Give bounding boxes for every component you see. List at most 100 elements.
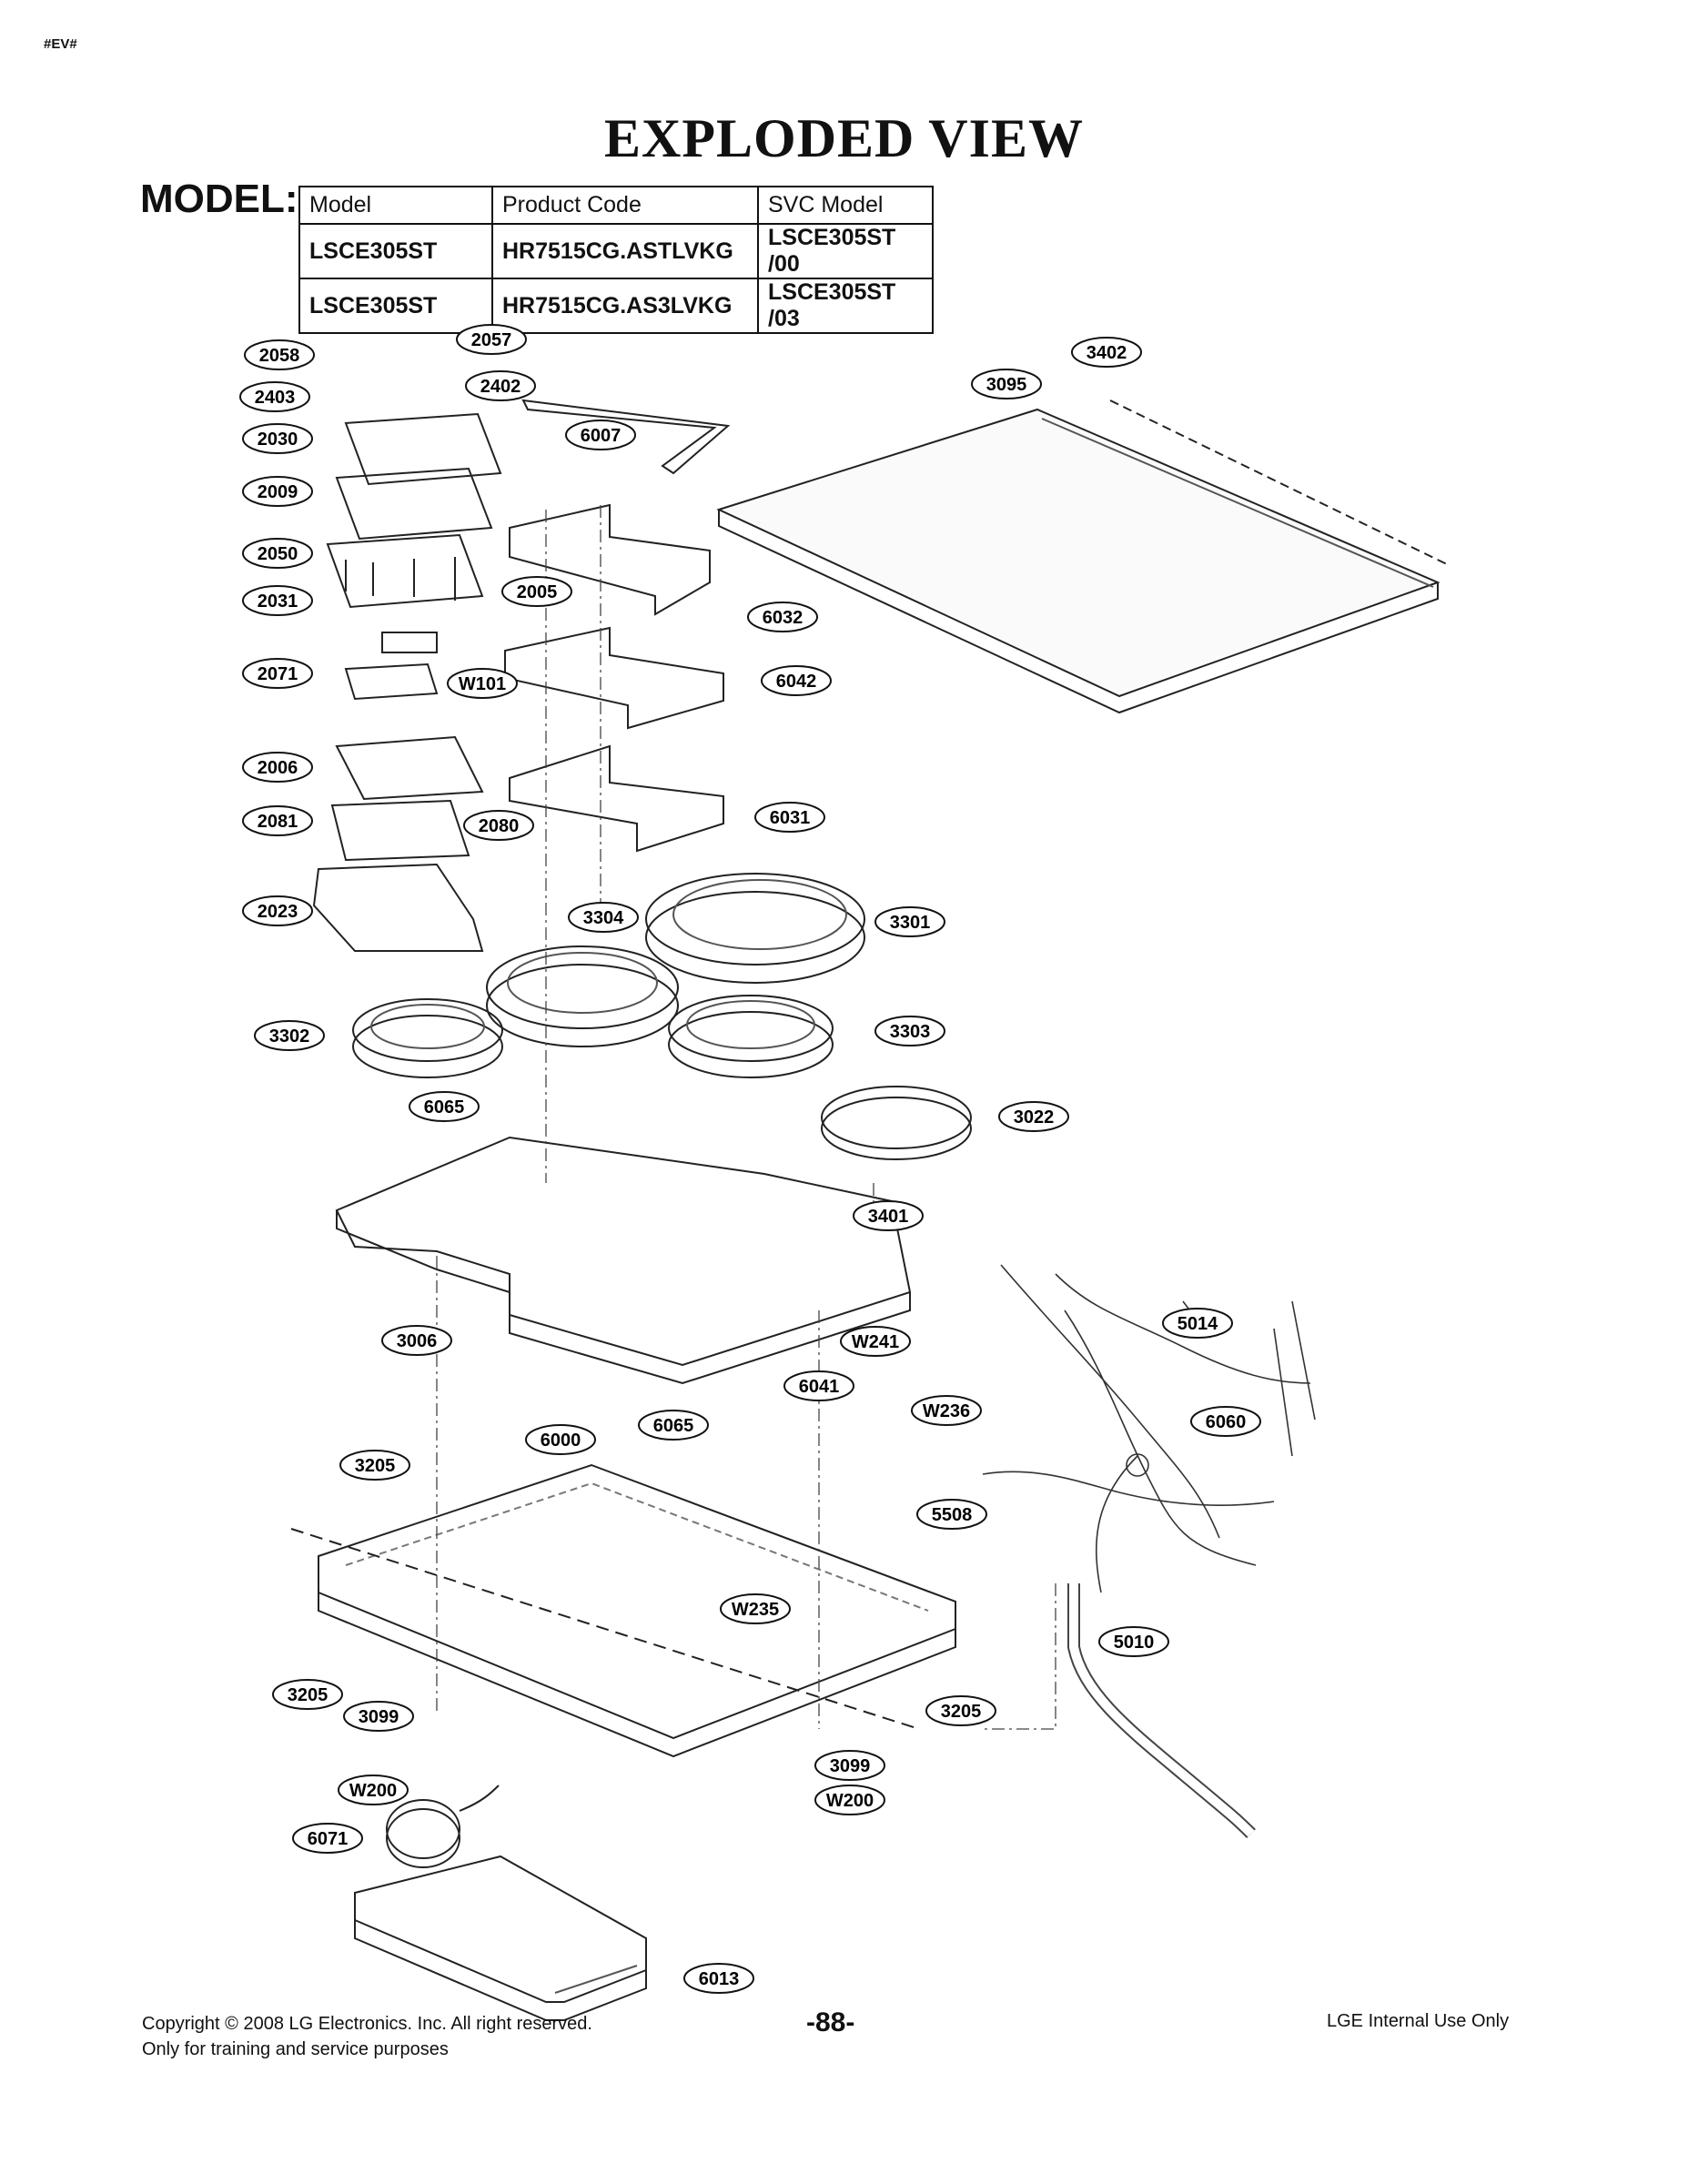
callout-oval	[447, 668, 518, 699]
callout-label: 2403	[255, 388, 296, 408]
callout-label: 5014	[1178, 1314, 1218, 1334]
column-header-svc-model: SVC Model	[757, 186, 934, 225]
callout-2402: 2402	[465, 370, 536, 401]
callout-2058: 2058	[244, 339, 315, 370]
table-cell: LSCE305ST /00	[757, 223, 934, 279]
callout-3205: 3205	[272, 1679, 343, 1710]
callout-label: 2005	[517, 582, 558, 602]
footer-copyright: Copyright © 2008 LG Electronics. Inc. Al…	[142, 2011, 592, 2062]
callout-3304: 3304	[568, 902, 639, 933]
callout-oval	[1190, 1406, 1261, 1437]
callout-label: 6000	[541, 1431, 581, 1451]
callout-oval	[381, 1325, 452, 1356]
callout-2023: 2023	[242, 895, 313, 926]
callout-3099: 3099	[343, 1701, 414, 1732]
callout-label: 2030	[258, 430, 298, 450]
callout-3022: 3022	[998, 1101, 1069, 1132]
table-cell: LSCE305ST	[298, 278, 493, 334]
callout-W101: W101	[447, 668, 518, 699]
callout-5508: 5508	[916, 1499, 987, 1530]
callout-oval	[1071, 337, 1142, 368]
table-header-row: Model Product Code SVC Model	[298, 186, 934, 225]
callout-oval	[911, 1395, 982, 1426]
callout-label: 3303	[890, 1022, 931, 1042]
callout-2009: 2009	[242, 476, 313, 507]
callout-3205: 3205	[339, 1450, 410, 1481]
callout-label: 3301	[890, 913, 931, 933]
callout-2031: 2031	[242, 585, 313, 616]
cooling-fan-part	[386, 1785, 500, 1868]
callout-label: W235	[732, 1600, 779, 1620]
callout-layer: 2058 2057 2402 2403 2030 6007 2009 2050 2005 2031…	[239, 324, 1261, 1994]
callout-label: 5508	[932, 1505, 973, 1525]
radiant-burners	[352, 873, 972, 1160]
callout-3302: 3302	[254, 1020, 325, 1051]
callout-oval	[242, 895, 313, 926]
callout-oval	[242, 805, 313, 836]
callout-label: 6007	[581, 426, 622, 446]
callout-3205: 3205	[925, 1695, 996, 1726]
corner-tag: #EV#	[44, 36, 77, 52]
callout-oval	[409, 1091, 480, 1122]
callout-oval	[463, 810, 534, 841]
callout-label: 3099	[830, 1756, 871, 1776]
callout-6031: 6031	[754, 802, 825, 833]
model-label: MODEL:	[140, 177, 298, 221]
callout-2050: 2050	[242, 538, 313, 569]
callout-W235: W235	[720, 1593, 791, 1624]
callout-6032: 6032	[747, 602, 818, 632]
callout-W200: W200	[338, 1774, 409, 1805]
copyright-line-1: Copyright © 2008 LG Electronics. Inc. Al…	[142, 2014, 592, 2034]
callout-2071: 2071	[242, 658, 313, 689]
callout-2081: 2081	[242, 805, 313, 836]
callout-label: 6042	[776, 672, 817, 692]
callout-label: 2031	[258, 592, 298, 612]
callout-2080: 2080	[463, 810, 534, 841]
callout-label: 2057	[471, 330, 512, 350]
callout-oval	[720, 1593, 791, 1624]
callout-oval	[242, 423, 313, 454]
callout-3402: 3402	[1071, 337, 1142, 368]
burner-box-part	[335, 1136, 912, 1385]
callout-oval	[998, 1101, 1069, 1132]
callout-oval	[1162, 1308, 1233, 1339]
callout-label: 6032	[763, 608, 804, 628]
callout-6041: 6041	[783, 1370, 854, 1401]
callout-oval	[525, 1424, 596, 1455]
callout-2005: 2005	[501, 576, 572, 607]
callout-label: 3302	[269, 1026, 310, 1046]
callout-oval	[754, 802, 825, 833]
callout-label: 6013	[699, 1969, 740, 1989]
callout-oval	[565, 420, 636, 450]
callout-6060: 6060	[1190, 1406, 1261, 1437]
callout-label: 3205	[288, 1685, 329, 1705]
page-number: -88-	[806, 2007, 855, 2037]
callout-oval	[814, 1750, 885, 1781]
callout-5014: 5014	[1162, 1308, 1233, 1339]
callout-label: 3205	[941, 1702, 982, 1722]
callout-label: W200	[826, 1791, 874, 1811]
callout-label: 6041	[799, 1377, 840, 1397]
callout-label: 3402	[1087, 343, 1127, 363]
callout-6065: 6065	[409, 1091, 480, 1122]
table-cell: HR7515CG.ASTLVKG	[491, 223, 759, 279]
callout-label: 2081	[258, 812, 298, 832]
callout-label: 3095	[986, 375, 1027, 395]
callout-3006: 3006	[381, 1325, 452, 1356]
table-cell: HR7515CG.AS3LVKG	[491, 278, 759, 334]
callout-oval	[638, 1410, 709, 1441]
callout-W241: W241	[840, 1326, 911, 1357]
power-cord-part	[1067, 1583, 1256, 1838]
callout-6042: 6042	[761, 665, 832, 696]
callout-3095: 3095	[971, 369, 1042, 399]
callout-oval	[814, 1785, 885, 1815]
control-board-stack	[312, 412, 502, 952]
callout-oval	[242, 752, 313, 783]
callout-label: 3401	[868, 1207, 909, 1227]
callout-label: 2006	[258, 758, 298, 778]
callout-W200: W200	[814, 1785, 885, 1815]
trim-strip-part	[521, 399, 731, 475]
callout-oval	[874, 1016, 945, 1046]
callout-oval	[242, 538, 313, 569]
alignment-lines	[436, 505, 1056, 1730]
